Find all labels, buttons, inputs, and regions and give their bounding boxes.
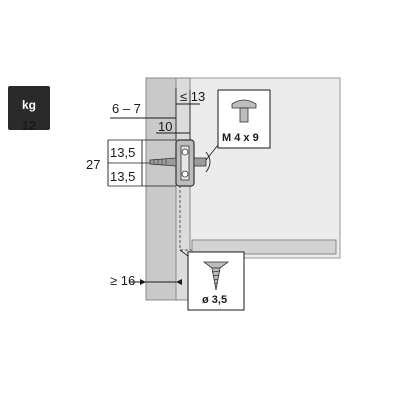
bolt-icon <box>231 99 257 123</box>
cabinet-side-panel <box>145 77 177 301</box>
bolt-size-label: M 4 x 9 <box>222 132 259 144</box>
total-height-label: 27 <box>86 157 101 172</box>
gap-range-label: 6 – 7 <box>112 101 141 116</box>
lower-half-label: 13,5 <box>110 169 136 184</box>
screw-leader <box>179 249 189 257</box>
bolt-head <box>205 151 211 173</box>
fixing-bolt <box>193 157 207 167</box>
drawer-side-panel <box>175 77 191 301</box>
runner-bearing <box>181 148 189 156</box>
wood-screw-icon <box>202 261 230 291</box>
bolt-leader <box>205 144 219 161</box>
offset-label: 10 <box>158 119 173 134</box>
weight-icon <box>8 86 50 130</box>
runner-bearing <box>181 170 189 178</box>
min-thickness-label: ≥ 16 <box>110 273 136 288</box>
runner-inner <box>180 145 190 181</box>
weight-value: 12 <box>21 118 37 133</box>
screw-size-label: ø 3,5 <box>202 294 228 306</box>
upper-half-label: 13,5 <box>110 145 136 160</box>
drawer-bottom-panel <box>191 239 337 255</box>
weight-unit: kg <box>21 98 36 112</box>
max-gap-label: ≤ 13 <box>180 89 206 104</box>
